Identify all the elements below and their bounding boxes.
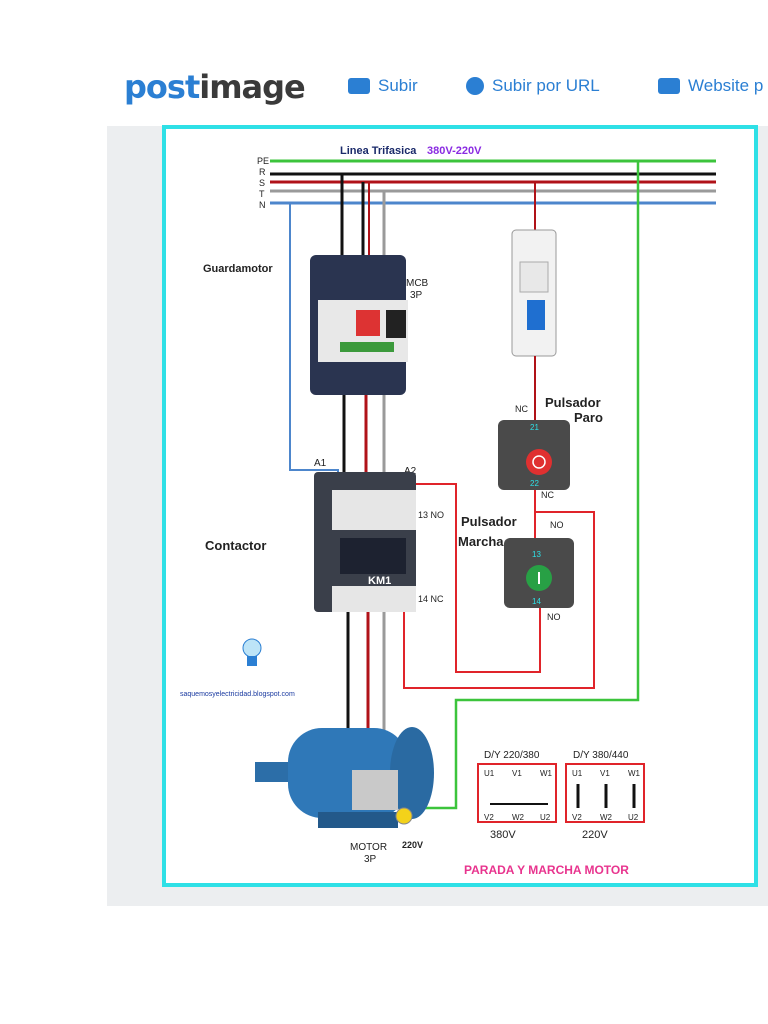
start-button bbox=[504, 538, 574, 608]
line-label-s: S bbox=[259, 178, 265, 188]
upload-icon bbox=[348, 78, 370, 94]
dy1-box bbox=[477, 763, 557, 823]
nav-upload-url-label: Subir por URL bbox=[492, 76, 600, 95]
stop-button bbox=[498, 420, 570, 490]
blog-url: saquemosyelectricidad.blogspot.com bbox=[180, 691, 295, 698]
pe-wire bbox=[408, 161, 640, 810]
footer-title: PARADA Y MARCHA MOTOR bbox=[464, 863, 629, 877]
nav-upload-label: Subir bbox=[378, 76, 418, 95]
dy2-w1: W1 bbox=[628, 769, 641, 778]
nav-website-label: Website p bbox=[688, 76, 764, 95]
diagram-frame bbox=[162, 125, 758, 887]
guardamotor-breaker bbox=[310, 255, 408, 395]
dy1-title: D/Y 220/380 bbox=[484, 750, 540, 761]
marcha-label-1: Pulsador bbox=[461, 514, 517, 529]
contact-13-no: 13 NO bbox=[418, 510, 444, 520]
paro-nc-top: NC bbox=[515, 404, 528, 414]
lightbulb-icon bbox=[242, 638, 262, 666]
line-label-pe: PE bbox=[257, 156, 269, 166]
nav-upload[interactable]: Subir bbox=[348, 76, 418, 96]
dy1-u1: U1 bbox=[484, 769, 495, 778]
line-label-r: R bbox=[259, 167, 266, 177]
logo-image: image bbox=[199, 68, 306, 106]
dy1-v2: V2 bbox=[484, 813, 494, 822]
paro-terminal-22: 22 bbox=[530, 479, 539, 488]
marcha-no-bottom: NO bbox=[547, 612, 561, 622]
dy2-title: D/Y 380/440 bbox=[573, 750, 629, 761]
guardamotor-label: Guardamotor bbox=[203, 263, 273, 275]
control-wire-latch bbox=[403, 490, 595, 689]
dy1-voltage: 380V bbox=[490, 829, 516, 841]
paro-nc-bottom: NC bbox=[541, 490, 554, 500]
paro-label-2: Paro bbox=[574, 410, 603, 425]
nav-upload-url[interactable]: Subir por URL bbox=[466, 76, 600, 96]
link-icon bbox=[466, 77, 484, 95]
motor-voltage: 220V bbox=[402, 840, 423, 850]
paro-label-1: Pulsador bbox=[545, 395, 601, 410]
website-icon bbox=[658, 78, 680, 94]
control-breaker bbox=[511, 229, 557, 357]
motor-3p bbox=[255, 727, 434, 828]
dy2-u1: U1 bbox=[572, 769, 583, 778]
line-label-n: N bbox=[259, 200, 266, 210]
mcb-poles: 3P bbox=[410, 290, 423, 301]
dy1-u2: U2 bbox=[540, 813, 551, 822]
dy2-u2: U2 bbox=[628, 813, 639, 822]
dy1-w2: W2 bbox=[512, 813, 525, 822]
nav-website[interactable]: Website p bbox=[658, 76, 763, 96]
postimage-logo[interactable]: postimage bbox=[124, 68, 306, 106]
motor-label: MOTOR bbox=[350, 842, 387, 853]
dy2-voltage: 220V bbox=[582, 829, 608, 841]
marcha-label-2: Marcha bbox=[458, 534, 504, 549]
marcha-no-top: NO bbox=[550, 520, 564, 530]
line-label-t: T bbox=[259, 189, 265, 199]
line-voltage: 380V-220V bbox=[427, 145, 482, 157]
ground-terminal bbox=[395, 807, 413, 825]
a2-label: A2 bbox=[404, 466, 417, 477]
motor-poles: 3P bbox=[364, 854, 377, 865]
contact-14-nc: 14 NC bbox=[418, 594, 444, 604]
dy2-box bbox=[565, 763, 645, 823]
dy1-w1: W1 bbox=[540, 769, 553, 778]
a1-label: A1 bbox=[314, 458, 327, 469]
dy2-v1: V1 bbox=[600, 769, 610, 778]
marcha-terminal-14: 14 bbox=[532, 597, 541, 606]
dy2-w2: W2 bbox=[600, 813, 613, 822]
mcb-label: MCB bbox=[406, 278, 429, 289]
marcha-terminal-13: 13 bbox=[532, 550, 541, 559]
contactor-km1 bbox=[314, 472, 416, 612]
km1-label: KM1 bbox=[368, 575, 391, 587]
line-title: Linea Trifasica bbox=[340, 145, 417, 157]
dy1-v1: V1 bbox=[512, 769, 522, 778]
logo-post: post bbox=[124, 68, 200, 106]
dy2-v2: V2 bbox=[572, 813, 582, 822]
header-bar: postimage Subir Subir por URL Website p bbox=[0, 62, 768, 106]
contactor-label: Contactor bbox=[205, 538, 266, 553]
paro-terminal-21: 21 bbox=[530, 423, 539, 432]
